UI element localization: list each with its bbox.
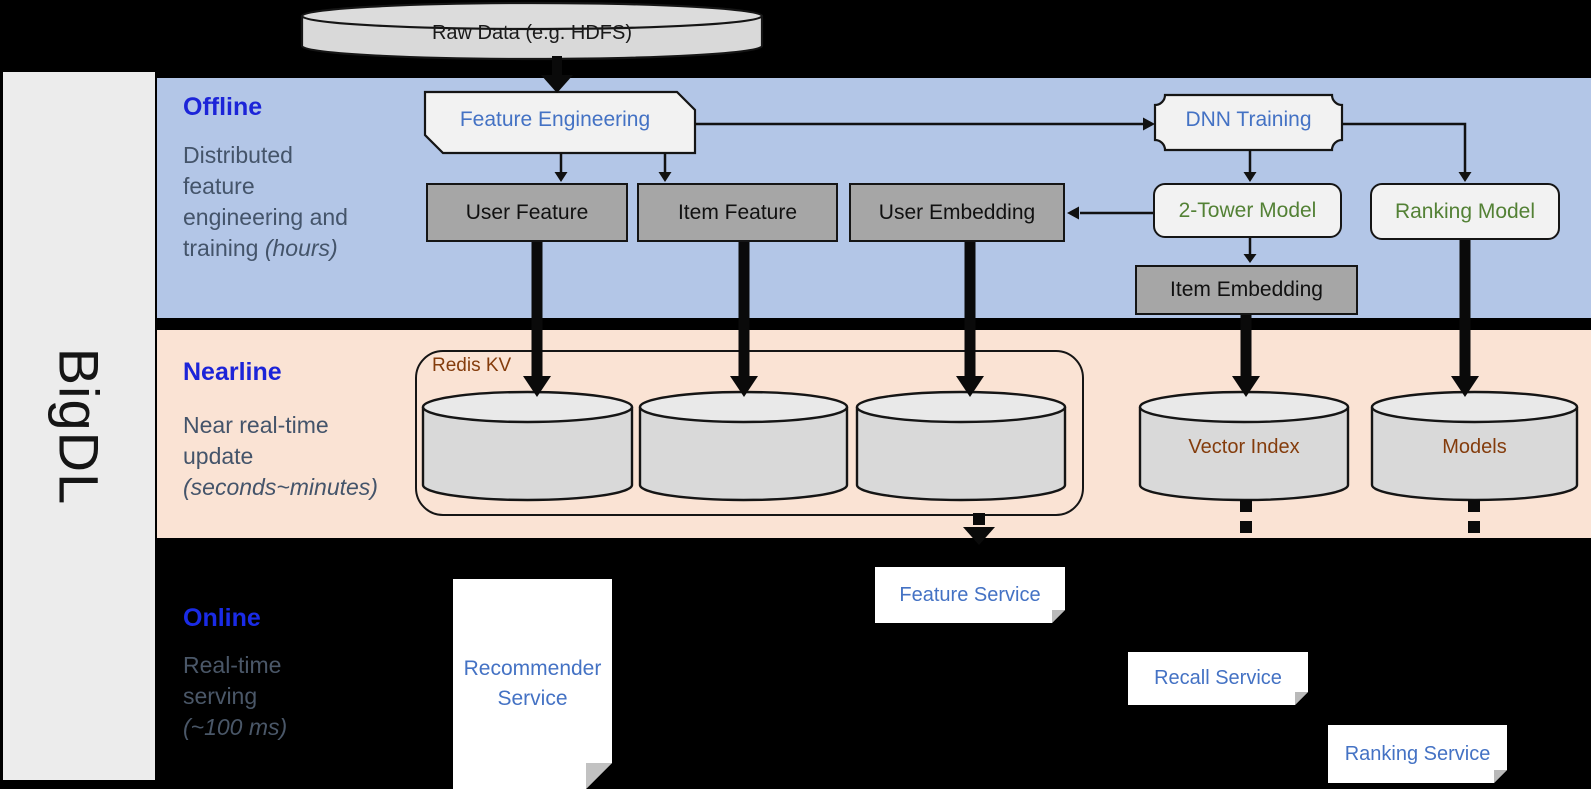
fat-arrows: [523, 56, 1479, 397]
redis-cylinder-2: [638, 390, 849, 502]
recommender-service-document: Recommender Service: [453, 579, 612, 789]
thin-arrows: [554, 117, 1472, 263]
feature-service-box: Feature Service: [875, 567, 1065, 623]
offline-section-title: Offline: [183, 93, 263, 121]
node-two-tower-model: 2-Tower Model: [1153, 183, 1342, 238]
models-label: Models: [1442, 435, 1507, 458]
nearline-section-description: Near real-time update (seconds~minutes): [183, 412, 378, 500]
dnn-training-shape: [1153, 93, 1344, 152]
online-section-description: Real-time serving (~100 ms): [183, 652, 288, 740]
recall-service-label: Recall Service: [1154, 667, 1282, 689]
redis-kv-label: Redis KV: [432, 355, 512, 376]
node-user-embedding: User Embedding: [849, 183, 1065, 242]
node-item-feature: Item Feature: [637, 183, 838, 242]
raw-data-cylinder: [300, 1, 764, 61]
node-item-embedding: Item Embedding: [1135, 265, 1358, 315]
node-user-feature: User Feature: [426, 183, 628, 242]
feature-engineering-shape: [423, 90, 697, 155]
recall-service-box: Recall Service: [1128, 652, 1308, 705]
ranking-service-box: Ranking Service: [1328, 725, 1507, 783]
models-cylinder: [1370, 390, 1579, 502]
nearline-section-title: Nearline: [183, 358, 282, 386]
vector-index-label: Vector Index: [1188, 435, 1300, 458]
vector-index-cylinder: [1138, 390, 1350, 502]
dashed-arrows: [963, 500, 1480, 545]
node-ranking-model: Ranking Model: [1370, 183, 1560, 240]
ranking-service-label: Ranking Service: [1344, 742, 1491, 765]
node-dnn-training: DNN Training: [1185, 108, 1312, 131]
redis-cylinder-1: [421, 390, 634, 502]
offline-section-description: Distributed feature engineering and trai…: [183, 142, 348, 261]
bigdl-brand-bar: BigDL: [3, 72, 155, 780]
redis-cylinder-3: [855, 390, 1067, 502]
online-section-title: Online: [183, 604, 261, 632]
feature-service-label: Feature Service: [899, 583, 1041, 606]
recommender-service-label: Recommender Service: [463, 657, 602, 710]
raw-data-label: Raw Data (e.g. HDFS): [431, 21, 633, 44]
node-feature-engineering: Feature Engineering: [459, 108, 651, 131]
